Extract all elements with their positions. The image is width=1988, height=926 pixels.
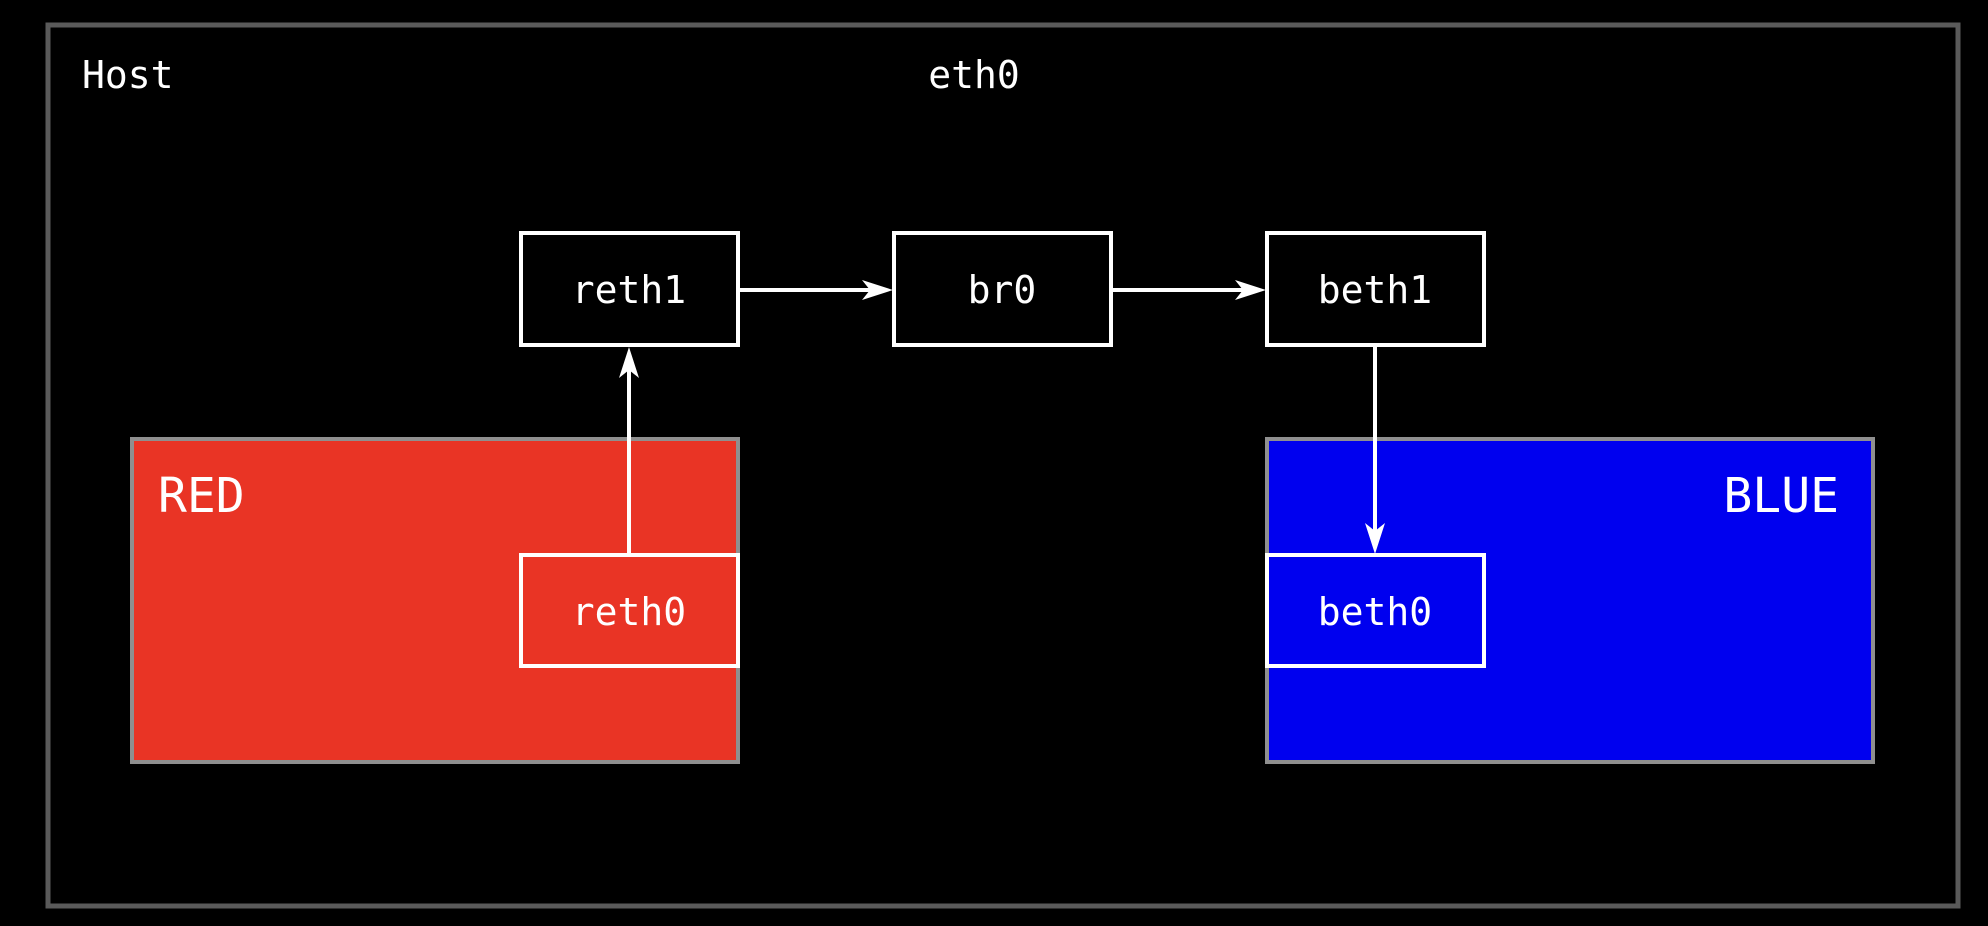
beth1-label: beth1 [1318,268,1432,312]
br0-bridge: br0 [892,231,1113,347]
link-beth1-to-beth0 [1365,345,1385,554]
reth1-interface: reth1 [519,231,740,347]
beth1-box [1265,231,1486,347]
link-reth0-to-reth1 [619,347,639,555]
reth1-label: reth1 [572,268,686,312]
arrow-head [1235,280,1266,300]
beth0-box [1265,553,1486,668]
br0-label: br0 [968,268,1037,312]
blue-namespace-label: BLUE [1723,468,1839,524]
beth0-label: beth0 [1318,590,1432,634]
reth0-label: reth0 [572,590,686,634]
link-reth1-to-br0 [738,280,893,300]
beth1-interface: beth1 [1265,231,1486,347]
arrow-head [619,347,639,378]
beth0-interface: beth0 [1265,553,1486,668]
reth0-interface: reth0 [519,553,740,668]
br0-box [892,231,1113,347]
arrow-head [862,280,893,300]
red-namespace-label: RED [158,468,245,524]
link-br0-to-beth1 [1111,280,1266,300]
arrow-head [1365,523,1385,554]
host-label: Host [82,53,174,97]
reth0-box [519,553,740,668]
eth0-label: eth0 [928,53,1020,97]
